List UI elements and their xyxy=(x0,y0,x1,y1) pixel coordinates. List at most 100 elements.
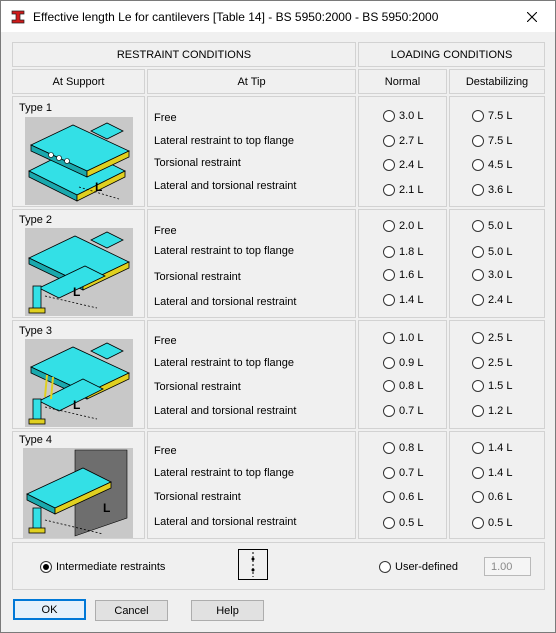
radio-value: 1.6 L xyxy=(399,269,424,281)
type2-normal-radio-free[interactable]: 2.0 L xyxy=(383,220,423,232)
type1-tip-panel: Free Lateral restraint to top flange Tor… xyxy=(147,96,356,207)
type2-cond-lateral-torsional: Lateral and torsional restraint xyxy=(154,296,297,308)
radio-circle xyxy=(383,517,395,529)
user-defined-radio[interactable]: User-defined xyxy=(379,561,458,573)
type2-normal-radio-torsional[interactable]: 1.6 L xyxy=(383,269,423,281)
close-button[interactable] xyxy=(509,1,555,32)
type4-normal-radio-torsional[interactable]: 0.6 L xyxy=(383,491,423,503)
radio-circle xyxy=(383,135,395,147)
radio-value: 3.0 L xyxy=(399,110,424,122)
type2-destab-radio-torsional[interactable]: 3.0 L xyxy=(472,269,512,281)
type3-normal-radio-free[interactable]: 1.0 L xyxy=(383,332,423,344)
radio-value: 4.5 L xyxy=(488,159,513,171)
type1-normal-radio-free[interactable]: 3.0 L xyxy=(383,110,423,122)
normal-header: Normal xyxy=(358,69,447,94)
type1-destabilizing-panel: 7.5 L 7.5 L 4.5 L 3.6 L xyxy=(449,96,545,207)
type3-destab-radio-free[interactable]: 2.5 L xyxy=(472,332,512,344)
type3-destab-radio-lateral[interactable]: 2.5 L xyxy=(472,357,512,369)
type3-normal-radio-torsional[interactable]: 0.8 L xyxy=(383,380,423,392)
radio-value: 7.5 L xyxy=(488,135,513,147)
radio-value: 5.0 L xyxy=(488,246,513,258)
type4-destabilizing-panel: 1.4 L 1.4 L 0.6 L 0.5 L xyxy=(449,431,545,539)
type4-support-diagram: L xyxy=(23,448,133,538)
type3-cond-torsional: Torsional restraint xyxy=(154,381,241,393)
radio-value: 2.7 L xyxy=(399,135,424,147)
radio-circle-checked xyxy=(40,561,52,573)
type1-destab-radio-lateral[interactable]: 7.5 L xyxy=(472,135,512,147)
type4-destab-radio-lateral-torsional[interactable]: 0.5 L xyxy=(472,517,512,529)
radio-value: 0.7 L xyxy=(399,467,424,479)
type2-destab-radio-lateral-torsional[interactable]: 2.4 L xyxy=(472,294,512,306)
radio-circle xyxy=(472,269,484,281)
window-title: Effective length Le for cantilevers [Tab… xyxy=(33,10,439,24)
type1-normal-radio-lateral-torsional[interactable]: 2.1 L xyxy=(383,184,423,196)
type2-normal-radio-lateral-torsional[interactable]: 1.4 L xyxy=(383,294,423,306)
type1-normal-radio-torsional[interactable]: 2.4 L xyxy=(383,159,423,171)
radio-circle xyxy=(472,517,484,529)
type3-tip-panel: Free Lateral restraint to top flange Tor… xyxy=(147,320,356,429)
user-defined-label: User-defined xyxy=(395,561,458,573)
type2-destab-radio-lateral[interactable]: 5.0 L xyxy=(472,246,512,258)
type3-support-panel: Type 3 L xyxy=(12,320,145,429)
radio-circle xyxy=(472,110,484,122)
type3-normal-radio-lateral[interactable]: 0.9 L xyxy=(383,357,423,369)
cancel-button[interactable]: Cancel xyxy=(95,600,168,621)
radio-value: 1.4 L xyxy=(488,467,513,479)
radio-circle xyxy=(383,491,395,503)
type4-normal-radio-lateral-torsional[interactable]: 0.5 L xyxy=(383,517,423,529)
radio-circle xyxy=(472,246,484,258)
at-support-label: At Support xyxy=(52,75,105,88)
type2-destab-radio-free[interactable]: 5.0 L xyxy=(472,220,512,232)
radio-circle xyxy=(383,110,395,122)
radio-value: 1.4 L xyxy=(399,294,424,306)
type1-support-diagram: L xyxy=(25,117,133,205)
type3-cond-free: Free xyxy=(154,335,177,347)
type1-destab-radio-torsional[interactable]: 4.5 L xyxy=(472,159,512,171)
type2-tip-panel: Free Lateral restraint to top flange Tor… xyxy=(147,209,356,318)
type3-cond-lateral-torsional: Lateral and torsional restraint xyxy=(154,405,297,417)
type3-destab-radio-lateral-torsional[interactable]: 1.2 L xyxy=(472,405,512,417)
destabilizing-label: Destabilizing xyxy=(465,75,529,88)
type4-destab-radio-lateral[interactable]: 1.4 L xyxy=(472,467,512,479)
type2-normal-radio-lateral[interactable]: 1.8 L xyxy=(383,246,423,258)
ok-button[interactable]: OK xyxy=(13,599,86,620)
radio-value: 2.4 L xyxy=(399,159,424,171)
type4-label: Type 4 xyxy=(19,434,53,446)
radio-circle xyxy=(383,332,395,344)
type2-cond-free: Free xyxy=(154,225,177,237)
radio-value: 0.5 L xyxy=(399,517,424,529)
type4-destab-radio-free[interactable]: 1.4 L xyxy=(472,442,512,454)
type4-tip-panel: Free Lateral restraint to top flange Tor… xyxy=(147,431,356,539)
type4-destab-radio-torsional[interactable]: 0.6 L xyxy=(472,491,512,503)
normal-label: Normal xyxy=(384,75,421,88)
type4-normal-radio-free[interactable]: 0.8 L xyxy=(383,442,423,454)
type1-destab-radio-lateral-torsional[interactable]: 3.6 L xyxy=(472,184,512,196)
at-tip-label: At Tip xyxy=(237,75,266,88)
type1-cond-lateral-torsional: Lateral and torsional restraint xyxy=(154,180,297,192)
type4-normal-radio-lateral[interactable]: 0.7 L xyxy=(383,467,423,479)
help-button[interactable]: Help xyxy=(191,600,264,621)
radio-value: 0.7 L xyxy=(399,405,424,417)
radio-value: 0.9 L xyxy=(399,357,424,369)
title-bar[interactable]: Effective length Le for cantilevers [Tab… xyxy=(1,1,555,32)
options-panel: Intermediate restraints User-defined 1.0… xyxy=(12,542,545,590)
type3-destab-radio-torsional[interactable]: 1.5 L xyxy=(472,380,512,392)
restraint-preview-icon[interactable] xyxy=(238,549,268,580)
radio-value: 0.6 L xyxy=(488,491,513,503)
radio-circle xyxy=(472,380,484,392)
radio-circle xyxy=(383,467,395,479)
type1-cond-torsional: Torsional restraint xyxy=(154,157,241,169)
type1-normal-radio-lateral[interactable]: 2.7 L xyxy=(383,135,423,147)
type3-normal-panel: 1.0 L 0.9 L 0.8 L 0.7 L xyxy=(358,320,447,429)
restraint-conditions-label: RESTRAINT CONDITIONS xyxy=(116,48,252,61)
radio-value: 3.0 L xyxy=(488,269,513,281)
radio-circle xyxy=(472,135,484,147)
intermediate-restraints-radio[interactable]: Intermediate restraints xyxy=(40,561,165,573)
type3-normal-radio-lateral-torsional[interactable]: 0.7 L xyxy=(383,405,423,417)
user-defined-value-field[interactable]: 1.00 xyxy=(484,557,531,576)
type4-cond-free: Free xyxy=(154,445,177,457)
type4-normal-panel: 0.8 L 0.7 L 0.6 L 0.5 L xyxy=(358,431,447,539)
type1-destab-radio-free[interactable]: 7.5 L xyxy=(472,110,512,122)
radio-circle xyxy=(383,405,395,417)
at-tip-header: At Tip xyxy=(147,69,356,94)
